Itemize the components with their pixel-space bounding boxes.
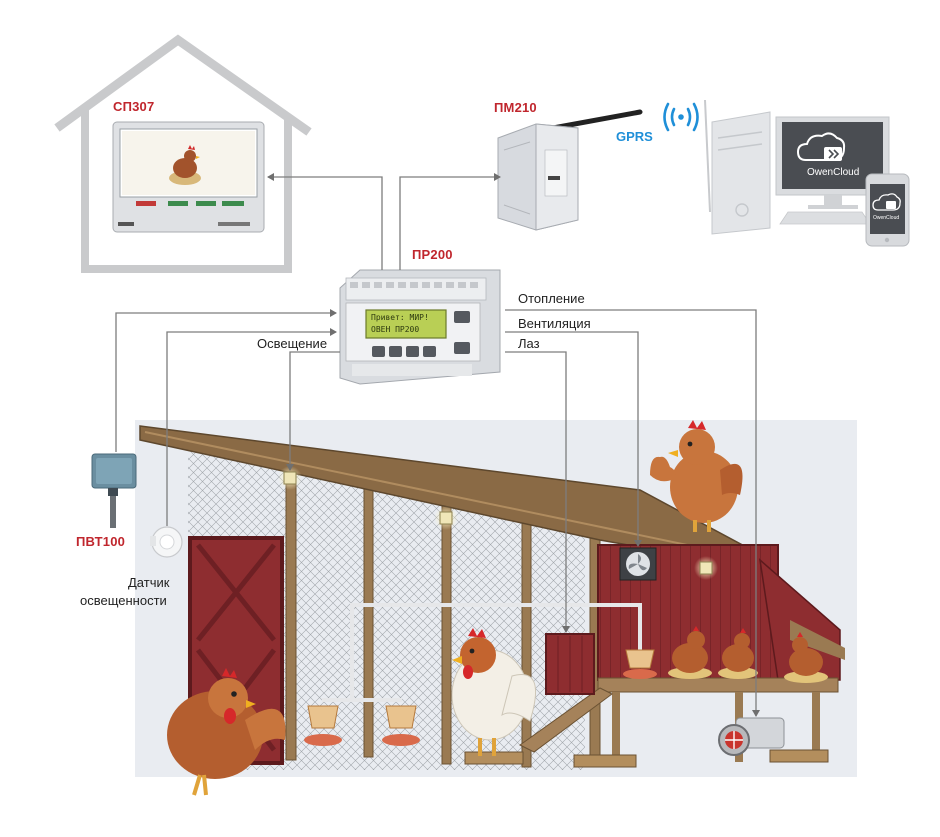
modem-name-label: ПМ210 xyxy=(494,100,537,115)
ventilation-fan-icon xyxy=(619,547,657,581)
light-sensor-label-line1: Датчик xyxy=(128,575,170,590)
gprs-label: GPRS xyxy=(616,129,653,144)
pm210-modem xyxy=(497,109,643,231)
controller-screen-line1: Привет: МИР! xyxy=(371,313,429,322)
heater-icon xyxy=(718,717,785,756)
owencloud-logo-icon xyxy=(796,132,846,161)
signal-door-label: Лаз xyxy=(518,336,540,351)
pc-monitor xyxy=(775,116,890,225)
pc-tower xyxy=(704,99,771,235)
wireless-signal-icon xyxy=(663,102,699,132)
signal-lighting-label: Освещение xyxy=(257,336,328,351)
controller-screen-line2: ОВЕН ПР200 xyxy=(371,325,420,334)
nesting-hens xyxy=(668,626,828,683)
pvt100-sensor xyxy=(91,453,137,528)
sp307-panel xyxy=(112,121,265,233)
hen-front-left xyxy=(167,668,286,796)
panel-name-label: СП307 xyxy=(113,99,155,114)
humidity-sensor-name-label: ПВТ100 xyxy=(76,534,126,549)
signal-heating-label: Отопление xyxy=(518,291,585,306)
feeder-icon xyxy=(304,649,657,746)
signal-ventilation-label: Вентиляция xyxy=(518,316,591,331)
panel-hen-icon xyxy=(169,145,201,185)
rooster-on-roof xyxy=(650,420,743,532)
house-outline xyxy=(54,34,312,273)
controller-name-label: ПР200 xyxy=(412,247,453,262)
connection-wires xyxy=(115,173,760,717)
lamp-icon xyxy=(278,466,718,580)
smartphone xyxy=(865,173,910,247)
pr200-controller xyxy=(339,269,501,385)
rooster-center xyxy=(451,628,537,756)
cloud-label-phone: OwenCloud xyxy=(873,215,900,221)
light-sensor-label-line2: освещенности xyxy=(80,593,167,608)
cloud-label-monitor: OwenCloud xyxy=(807,167,860,178)
light-sensor-device xyxy=(150,526,183,558)
